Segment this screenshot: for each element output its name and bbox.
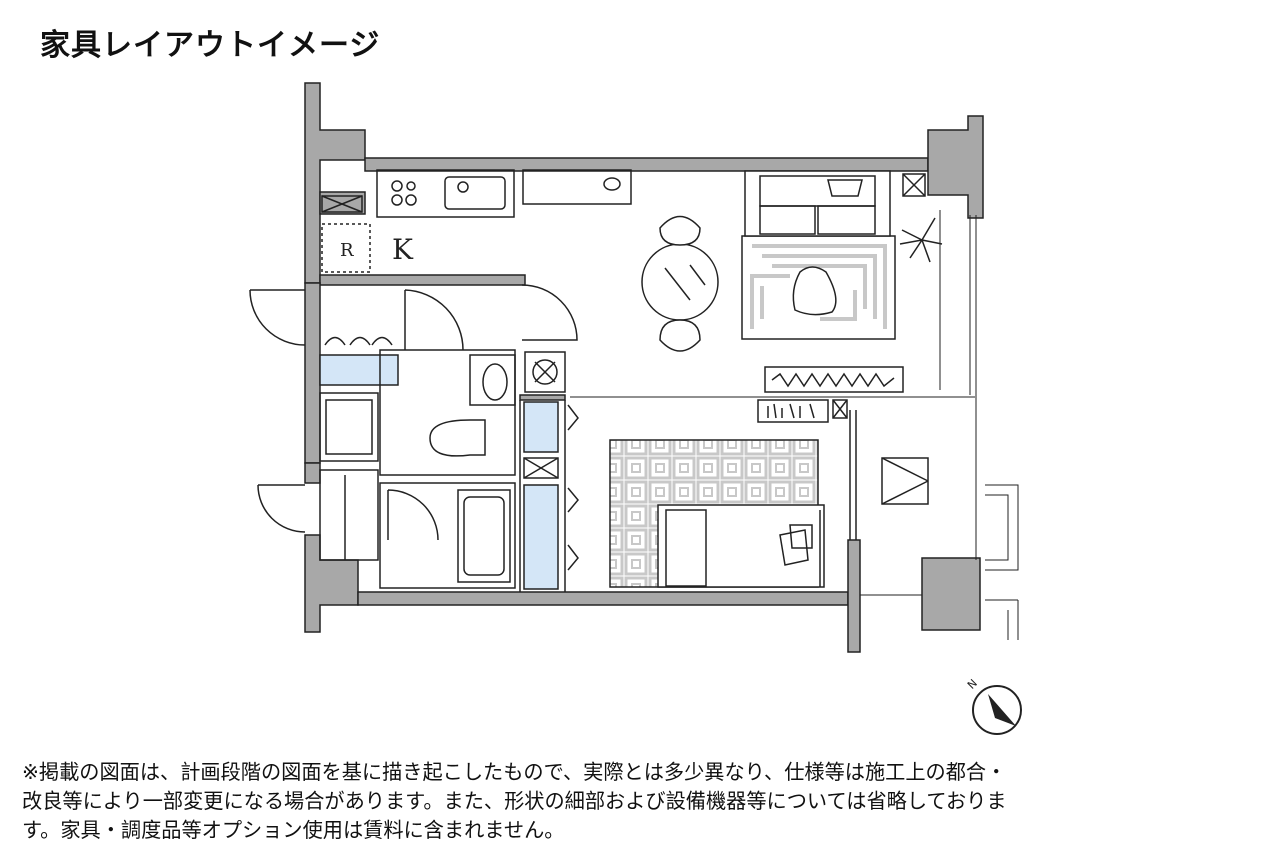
disclaimer-line: ※掲載の図面は、計画段階の図面を基に描き起こしたもので、実際とは多少異なり、仕様… [22,760,1007,784]
kitchen-area [321,169,632,273]
sink-icon [444,176,506,210]
hall-door [404,289,464,351]
washbasin-plant [524,351,566,393]
refrigerator-label: R [340,240,354,261]
living-area [570,170,977,560]
books-icon [767,403,815,419]
stove-burner-icon [391,194,403,206]
service-area [249,284,579,592]
refrigerator-space [321,223,371,273]
bathroom [379,482,516,589]
balcony-area [860,457,1019,640]
bedroom-closet-upper [523,401,559,453]
bedroom-area [609,410,857,588]
bookshelf [757,399,829,423]
page-title: 家具レイアウトイメージ [40,28,381,63]
wall-bottom [357,591,849,606]
dining-table [641,243,719,321]
bedroom-closet-lower [523,484,559,590]
living-door [521,284,578,341]
entrance-door-lower [257,484,306,533]
wall-balcony-pillar [921,557,981,631]
wall-left-lower [304,534,359,633]
wall-room-divider [519,394,566,401]
bathtub [457,489,511,583]
kitchen-label: K [392,233,414,266]
coffee-table [792,266,837,316]
compass-north-label: N [965,677,980,692]
kitchen-shelf [522,169,632,205]
closet-left [319,392,379,462]
wall-bottom-right [847,539,861,653]
closet-x-box [523,457,559,479]
walls [304,82,984,653]
dining-chair [659,319,701,352]
compass-icon: N [965,677,1022,735]
wall-kitchen-bottom [319,274,526,286]
stove-burner-icon [391,180,403,192]
disclaimer-line: 改良等により一部変更になる場合があります。また、形状の細部および設備機器等につい… [22,789,1007,813]
wall-top [364,157,929,172]
dining-chair [659,215,701,246]
toilet-icon [429,419,486,457]
balcony-unit [881,457,929,505]
corner-box [902,173,926,197]
stove-burner-icon [405,194,417,206]
stove-burner-icon [406,181,416,191]
pillow-icon [779,529,809,566]
closet-left-lower [319,469,379,561]
toilet-room [379,349,516,476]
disclaimer-line: す。家具・調度品等オプション使用は賃料に含まれません。 [22,818,565,842]
wall-left-mid [304,282,321,464]
cup-icon [603,177,621,191]
bed [657,504,825,588]
kitchen-counter [376,169,515,218]
entrance-door [249,289,306,346]
shoe-closet [319,354,399,386]
plant-icon [899,217,943,263]
tv-board [764,366,904,393]
cushion-icon [827,179,863,197]
air-conditioner-box [832,399,848,419]
bathroom-door [387,489,439,541]
kitchen-cabinet [321,195,363,213]
wall-left-upper [304,82,366,284]
toilet-icon [482,363,508,401]
disclaimer-notes: ※掲載の図面は、計画段階の図面を基に描き起こしたもので、実際とは多少異なり、仕様… [22,758,1267,845]
wall-entrance-lower [304,462,321,484]
wall-right-upper [927,115,984,219]
